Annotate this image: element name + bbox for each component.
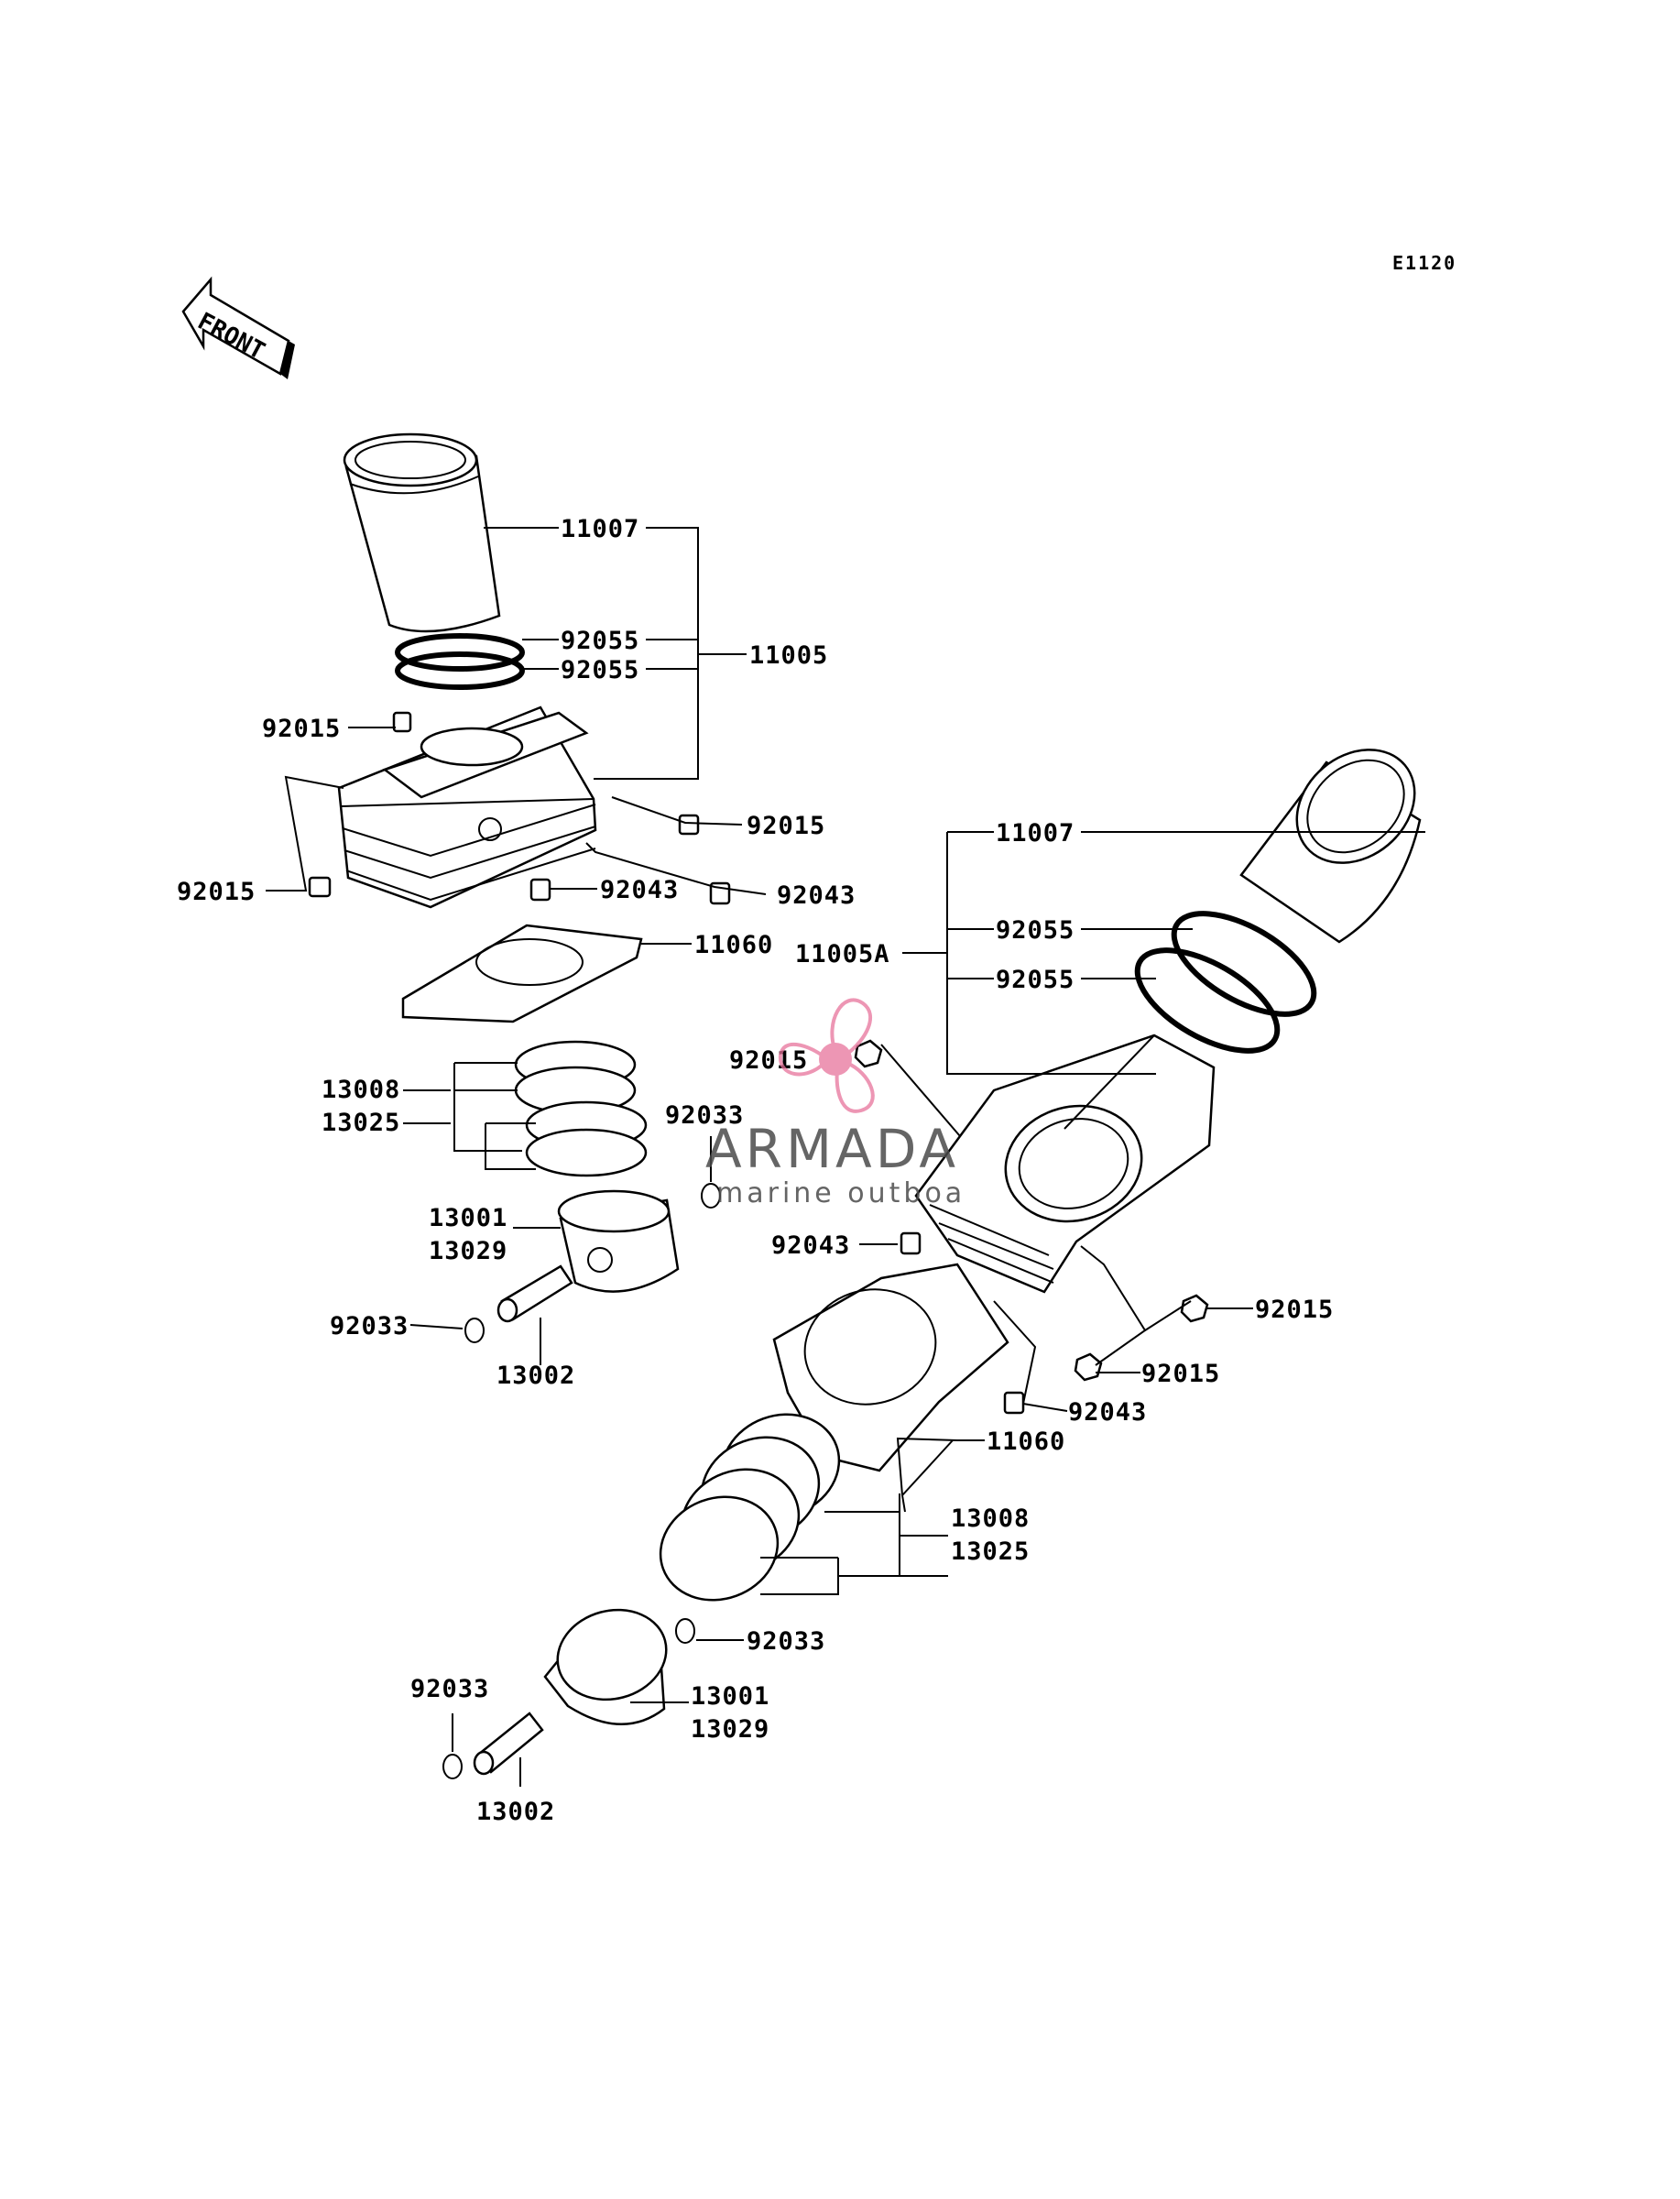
front-piston-pin	[496, 1264, 573, 1323]
rear-nuts-dowels	[854, 1039, 1209, 1415]
label-rear-circlip-left: 92033	[410, 1675, 489, 1703]
label-front-piston-a: 13001	[429, 1204, 507, 1232]
label-front-circlip-left: 92033	[330, 1312, 409, 1340]
rear-piston-rings	[659, 1413, 841, 1602]
rear-piston	[543, 1608, 668, 1725]
label-front-nut-right: 92015	[747, 812, 825, 840]
front-cylinder-gasket	[401, 924, 643, 1023]
label-rear-circlip-right: 92033	[747, 1627, 825, 1656]
rear-cylinder-gasket	[772, 1263, 1009, 1472]
front-cylinder-labels: 11007 92055 92055 11005 92015 92015 9201…	[177, 515, 856, 1390]
label-front-nut-left: 92015	[177, 878, 256, 906]
label-front-oring-a: 92055	[561, 627, 639, 655]
label-front-piston-b: 13029	[429, 1237, 507, 1265]
leader-lines	[266, 527, 1425, 1787]
label-front-liner: 11007	[561, 515, 639, 543]
label-front-dowel-a: 92043	[600, 876, 679, 904]
label-rear-ring-set-a: 13008	[951, 1504, 1030, 1533]
label-rear-assembly: 11005A	[795, 940, 890, 968]
armada-watermark: ARMADA marine outboa	[705, 998, 965, 1209]
label-front-ring-set-a: 13008	[322, 1076, 400, 1104]
front-circlips	[464, 1183, 721, 1343]
diagram-code: E1120	[1392, 252, 1456, 274]
label-rear-oring-a: 92055	[996, 916, 1075, 945]
watermark-tagline: marine outboa	[716, 1177, 965, 1209]
label-front-oring-b: 92055	[561, 656, 639, 684]
front-cylinder-orings	[395, 633, 525, 690]
label-rear-liner: 11007	[996, 819, 1075, 848]
label-rear-nut-right-a: 92015	[1255, 1296, 1334, 1324]
rear-cylinder-block	[914, 1034, 1216, 1294]
rear-cylinder-liner	[1239, 749, 1422, 944]
rear-cylinder-orings	[1134, 911, 1317, 1054]
label-front-nut-top: 92015	[262, 715, 341, 743]
label-rear-piston-b: 13029	[691, 1715, 769, 1744]
rear-circlips	[442, 1618, 695, 1779]
label-front-dowel-b: 92043	[777, 881, 856, 910]
label-front-circlip-right: 92033	[665, 1101, 744, 1130]
label-rear-dowel-left: 92043	[771, 1231, 850, 1260]
front-cylinder-liner	[343, 432, 501, 633]
label-front-pin: 13002	[496, 1362, 575, 1390]
propeller-logo-icon	[778, 998, 875, 1113]
label-front-gasket: 11060	[694, 931, 773, 959]
rear-cylinder-labels: 11007 11005A 92055 92055 92015 92043 920…	[410, 819, 1334, 1826]
watermark-brand: ARMADA	[705, 1118, 959, 1180]
label-rear-nut-top: 92015	[729, 1046, 808, 1075]
front-cylinder-block	[337, 706, 597, 909]
label-rear-pin: 13002	[476, 1798, 555, 1826]
label-rear-piston-a: 13001	[691, 1682, 769, 1711]
front-arrow-icon: FRONT	[181, 276, 295, 379]
front-nuts-dowels	[308, 711, 731, 905]
rear-piston-pin	[473, 1712, 544, 1776]
label-rear-nut-right-b: 92015	[1141, 1360, 1220, 1388]
label-front-ring-set-b: 13025	[322, 1109, 400, 1137]
front-piston-rings	[514, 1040, 648, 1177]
label-rear-gasket: 11060	[987, 1428, 1065, 1456]
label-rear-ring-set-b: 13025	[951, 1537, 1030, 1566]
front-piston	[557, 1189, 680, 1293]
label-front-assembly: 11005	[749, 641, 828, 670]
label-rear-dowel-right: 92043	[1068, 1398, 1147, 1427]
label-rear-oring-b: 92055	[996, 966, 1075, 994]
